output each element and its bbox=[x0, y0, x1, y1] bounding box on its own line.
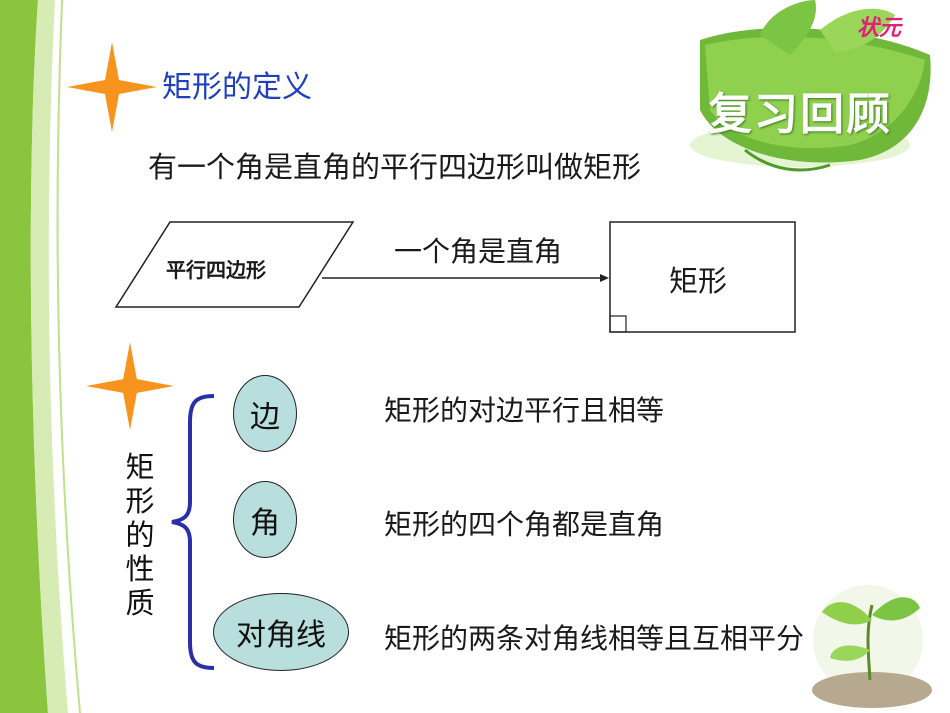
parallelogram-label: 平行四边形 bbox=[166, 258, 266, 282]
property-side-text: 矩形的对边平行且相等 bbox=[384, 394, 665, 427]
arrow-label: 一个角是直角 bbox=[394, 235, 563, 268]
definition-heading: 矩形的定义 bbox=[162, 70, 312, 105]
property-tag-angle: 角 bbox=[233, 481, 297, 558]
rectangle-label: 矩形 bbox=[669, 264, 728, 298]
properties-brace bbox=[171, 394, 215, 670]
properties-side-label: 矩形的性质 bbox=[125, 450, 155, 620]
star-icon bbox=[86, 342, 174, 430]
left-thin-line bbox=[56, 0, 81, 713]
plant-decoration bbox=[812, 585, 932, 708]
rectangle-shape bbox=[609, 221, 796, 333]
property-tag-diagonal-label: 对角线 bbox=[236, 618, 326, 653]
right-angle-mark bbox=[609, 315, 627, 333]
property-tag-side-label: 边 bbox=[250, 399, 280, 435]
property-tag-diagonal: 对角线 bbox=[213, 593, 349, 671]
property-tag-angle-label: 角 bbox=[250, 505, 280, 541]
badge-leaves bbox=[690, 0, 931, 172]
property-tag-side: 边 bbox=[233, 375, 297, 452]
star-icon bbox=[67, 42, 157, 132]
parallelogram-shape bbox=[114, 221, 355, 308]
definition-statement: 有一个角是直角的平行四边形叫做矩形 bbox=[148, 150, 642, 184]
left-light-band bbox=[30, 0, 69, 713]
arrow-head bbox=[600, 274, 609, 282]
property-diagonal-text: 矩形的两条对角线相等且互相平分 bbox=[384, 622, 805, 655]
property-angle-text: 矩形的四个角都是直角 bbox=[384, 508, 665, 541]
left-green-band bbox=[0, 0, 48, 713]
definition-diagram bbox=[114, 221, 796, 333]
badge-title: 复习回顾 bbox=[708, 89, 892, 140]
brand-logo: 状元 bbox=[857, 16, 902, 41]
